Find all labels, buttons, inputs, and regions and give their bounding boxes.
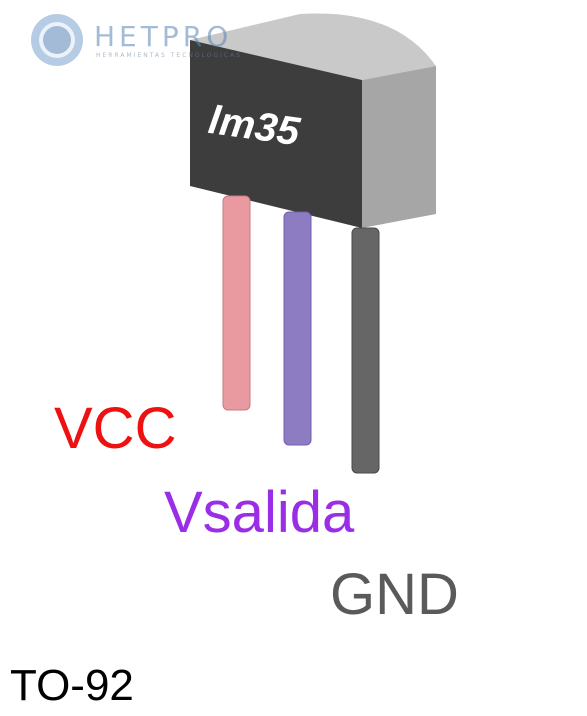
- pin-gnd-lead: [351, 227, 380, 474]
- pin-vcc-lead: [222, 195, 251, 411]
- logo-tagline: HERRAMIENTAS TECNOLOGICAS: [96, 52, 242, 59]
- pin-label-vcc: VCC: [54, 396, 177, 461]
- pin-vsalida-lead: [283, 211, 312, 446]
- package-top-surface: [190, 13, 436, 80]
- package-front-face: [190, 40, 362, 228]
- logo-mark: [28, 12, 86, 70]
- pin-label-gnd: GND: [330, 562, 459, 627]
- logo-gear-icon: [31, 14, 83, 66]
- company-logo: HETPRO HERRAMIENTAS TECNOLOGICAS: [28, 12, 278, 70]
- pin-label-vsalida: Vsalida: [164, 480, 355, 545]
- package-side: [362, 66, 436, 228]
- logo-brand-text: HETPRO: [94, 20, 233, 53]
- package-label: TO-92: [10, 661, 134, 710]
